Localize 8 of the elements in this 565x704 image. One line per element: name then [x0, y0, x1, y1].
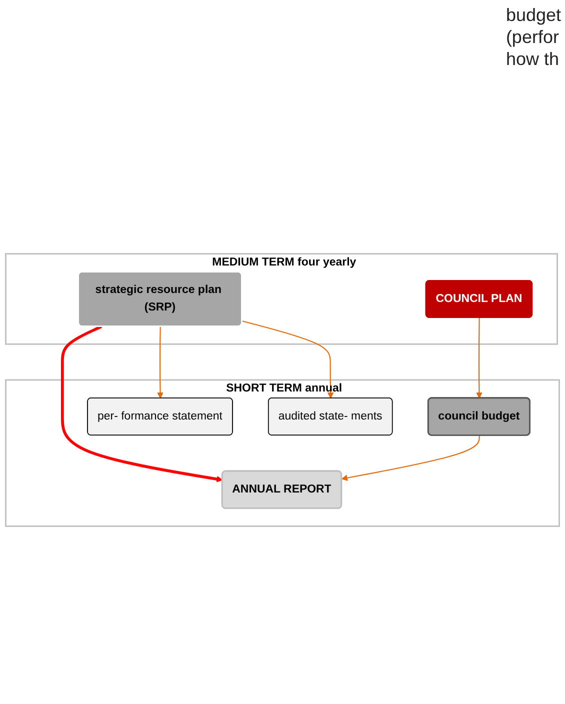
note-text: how th: [506, 48, 560, 70]
note-text: budget: [506, 4, 561, 26]
arrow: [61, 325, 223, 482]
arrow: [341, 436, 480, 481]
arrow: [242, 320, 334, 399]
arrow: [157, 326, 164, 399]
arrow: [476, 318, 482, 399]
note-text: (perfor: [506, 26, 560, 48]
